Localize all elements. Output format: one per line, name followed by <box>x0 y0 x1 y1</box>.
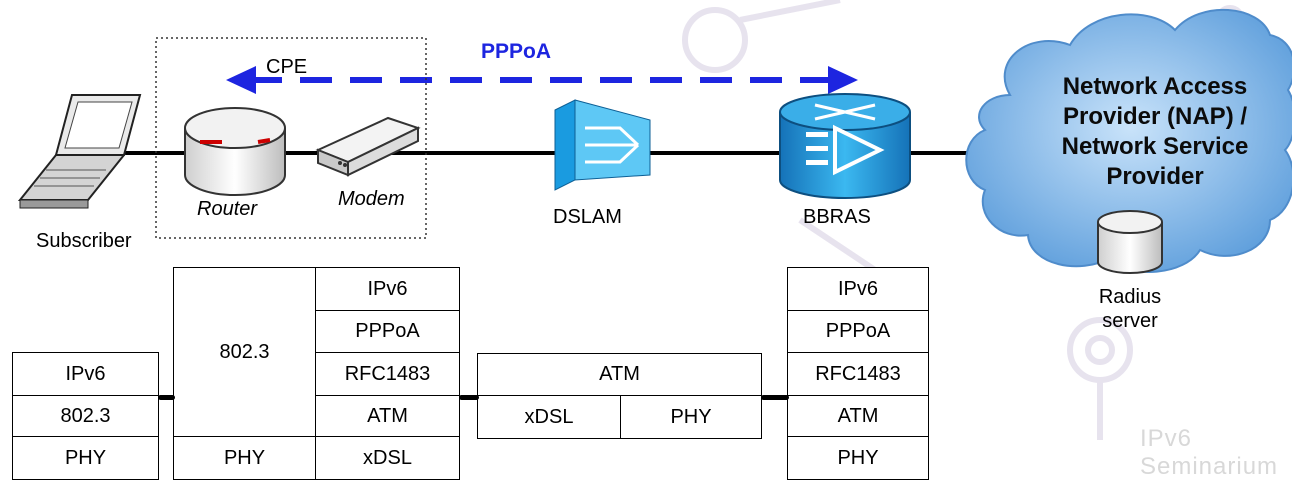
bbras-stack-layer: PPPoA <box>787 310 929 353</box>
radius-server-icon <box>1097 210 1163 274</box>
subscriber-label: Subscriber <box>36 230 132 252</box>
router-wan-stack-layer: PPPoA <box>315 310 460 353</box>
bbras-stack-layer: RFC1483 <box>787 352 929 396</box>
dslam-label: DSLAM <box>553 206 622 228</box>
router-wan-stack-layer: xDSL <box>315 436 460 480</box>
dslam-stack-layer: PHY <box>620 395 762 439</box>
radius-server-label: Radius server <box>1098 286 1162 332</box>
cloud-shape <box>965 9 1292 273</box>
pppoa-label: PPPoA <box>481 40 552 63</box>
bbras-stack-layer: PHY <box>787 436 929 480</box>
router-label: Router <box>197 198 258 220</box>
stack-link <box>158 395 175 400</box>
dslam-stack-layer: xDSL <box>477 395 621 439</box>
watermark: IPv6 Seminarium <box>1140 425 1279 480</box>
background-decoration <box>682 0 1245 440</box>
router-wan-stack-layer: IPv6 <box>315 267 460 311</box>
bbras-stack-layer: ATM <box>787 395 929 437</box>
router-wan-stack-layer: RFC1483 <box>315 352 460 396</box>
subscriber-stack-layer: 802.3 <box>12 395 159 437</box>
bbras-icon <box>779 93 911 199</box>
bbras-label: BBRAS <box>803 206 871 228</box>
cpe-box <box>155 37 427 239</box>
subscriber-stack-layer: IPv6 <box>12 352 159 396</box>
router-icon <box>184 107 286 196</box>
dslam-stack-layer: ATM <box>477 353 762 396</box>
subscriber-stack-layer: PHY <box>12 436 159 480</box>
modem-label: Modem <box>338 188 405 210</box>
dslam-icon <box>554 99 651 191</box>
cpe-label: CPE <box>266 56 308 78</box>
modem-icon <box>315 116 421 177</box>
router-lan-stack-layer: 802.3 <box>173 267 316 437</box>
router-lan-stack-layer: PHY <box>173 436 316 480</box>
pppoa-arrow <box>226 66 858 94</box>
stack-link <box>459 395 479 400</box>
laptop-icon <box>17 94 142 209</box>
router-wan-stack-layer: ATM <box>315 395 460 437</box>
cloud-label: Network Access Provider (NAP) / Network … <box>1061 73 1249 190</box>
bbras-stack-layer: IPv6 <box>787 267 929 311</box>
stack-link <box>761 395 789 400</box>
